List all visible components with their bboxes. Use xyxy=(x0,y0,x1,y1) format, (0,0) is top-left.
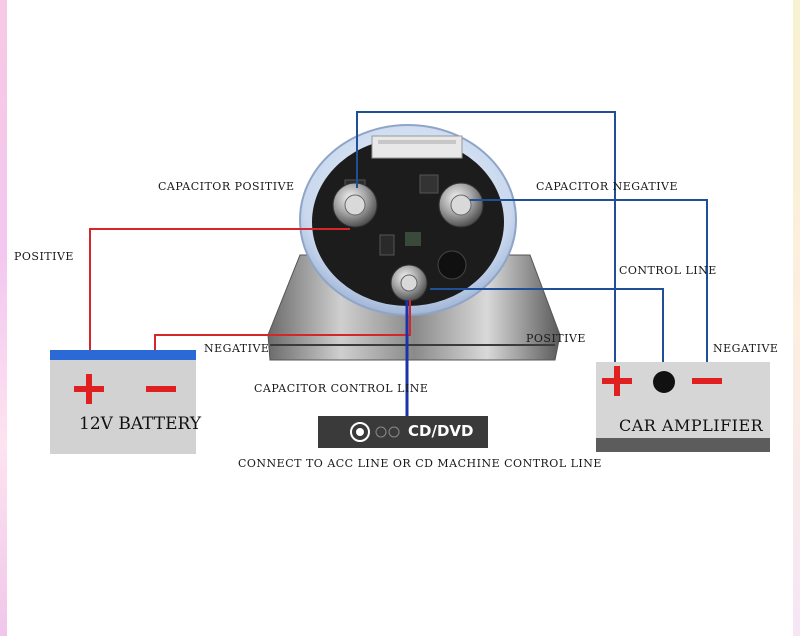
label-capacitor-negative: CAPACITOR NEGATIVE xyxy=(536,180,679,193)
cd-dvd-unit xyxy=(318,416,488,448)
label-negative-right: NEGATIVE xyxy=(713,342,779,355)
left-edge-stripe xyxy=(0,0,7,636)
label-capacitor-control-line: CAPACITOR CONTROL LINE xyxy=(254,382,429,395)
wire-battery-negative xyxy=(154,300,411,350)
label-control-line: CONTROL LINE xyxy=(619,264,717,277)
label-positive-left: POSITIVE xyxy=(14,250,74,263)
cd-dvd-label: CD/DVD xyxy=(408,422,474,440)
right-edge-stripe xyxy=(793,0,800,636)
wire-cap-to-amp-positive xyxy=(356,111,616,370)
label-capacitor-positive: CAPACITOR POSITIVE xyxy=(158,180,295,193)
car-amplifier xyxy=(596,362,770,452)
battery-label: 12V BATTERY xyxy=(79,414,202,434)
capacitor-device xyxy=(267,124,561,361)
wire-cap-negative-to-amp-negative xyxy=(470,199,708,368)
wires xyxy=(89,111,708,416)
wire-battery-positive xyxy=(89,228,350,350)
amplifier-label: CAR AMPLIFIER xyxy=(619,416,764,435)
label-positive-right: POSITIVE xyxy=(526,332,586,345)
label-negative-left: NEGATIVE xyxy=(204,342,270,355)
wire-control-line xyxy=(430,288,664,372)
label-connect-note: CONNECT TO ACC LINE OR CD MACHINE CONTRO… xyxy=(238,457,602,470)
battery xyxy=(50,350,196,454)
